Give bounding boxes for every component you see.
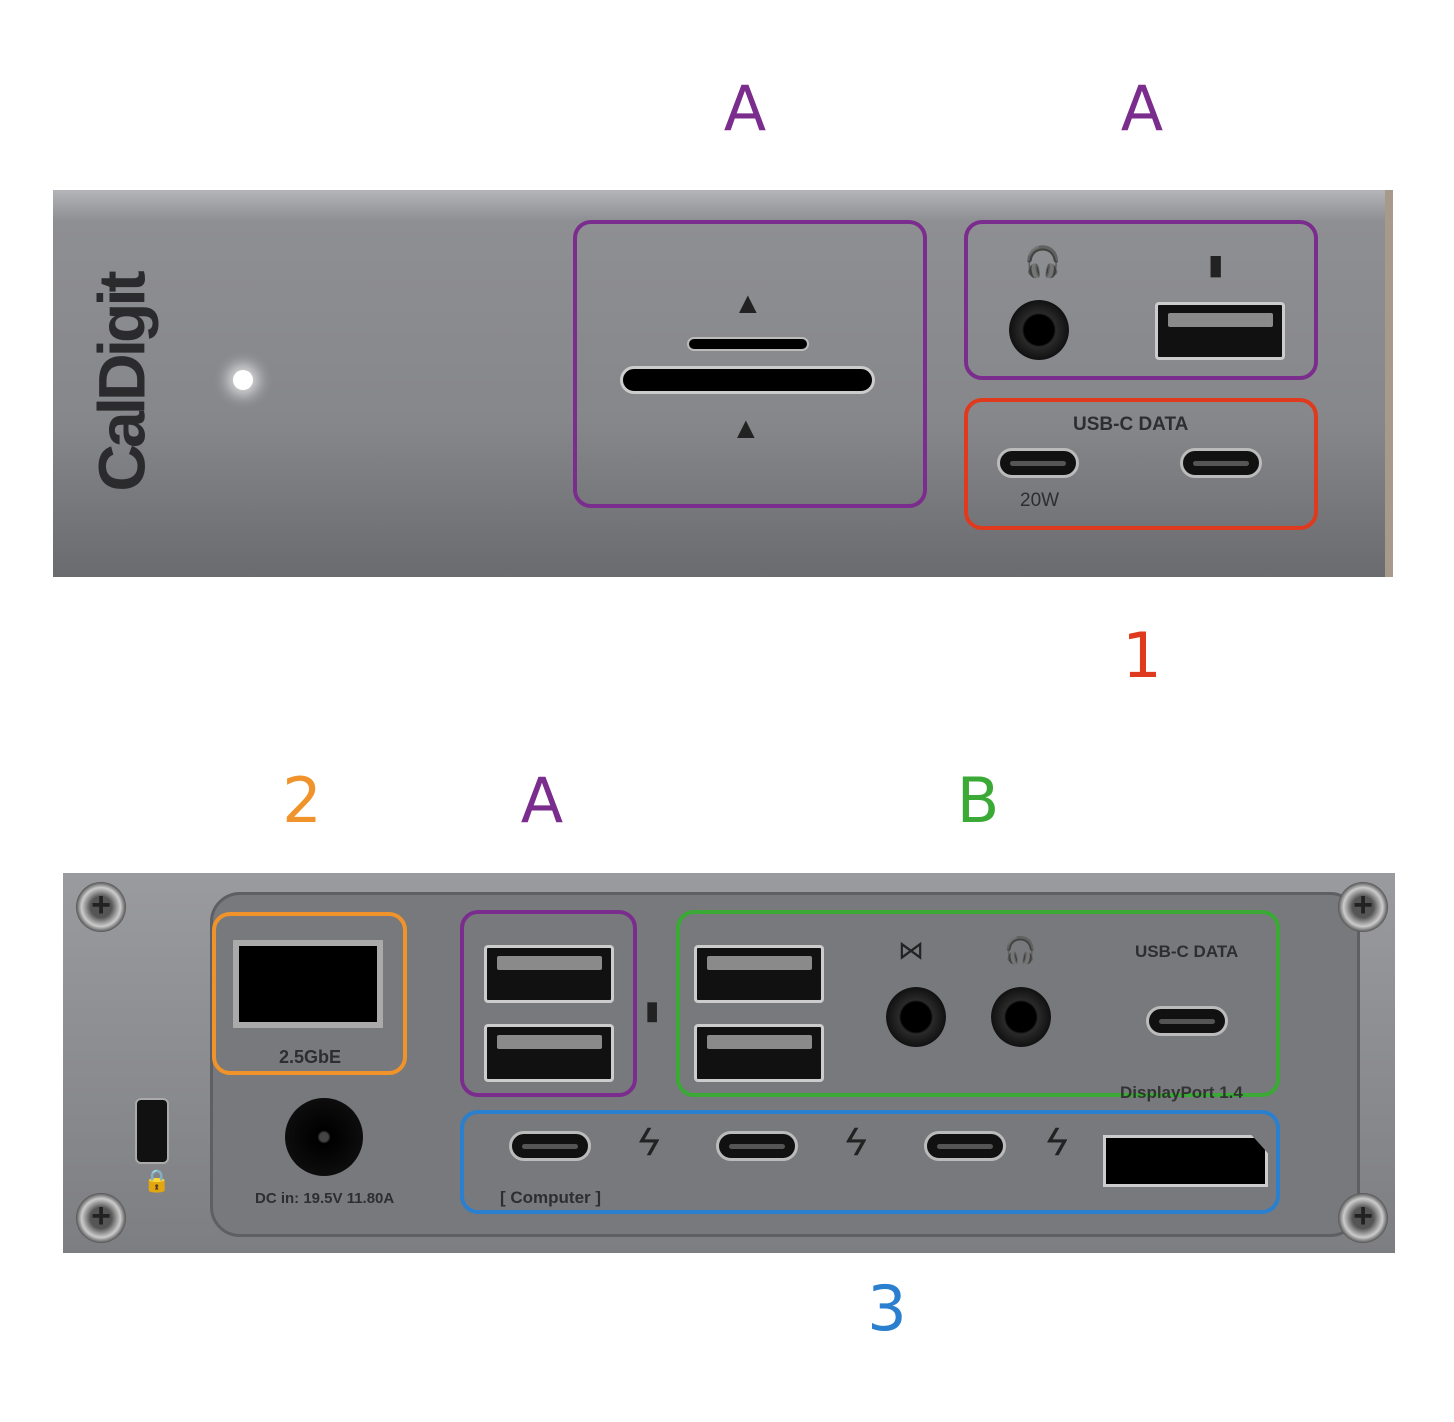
label-2: 2 xyxy=(282,764,322,837)
usb-c-data-label: USB-C DATA xyxy=(1073,414,1189,435)
back-usb-c-data-label: USB-C DATA xyxy=(1135,942,1239,961)
headset-icon: 🎧 xyxy=(1024,246,1062,279)
thunderbolt-icon: ϟ xyxy=(845,1120,867,1164)
front-audio-usb-group xyxy=(964,220,1318,380)
screw-icon xyxy=(76,1193,126,1243)
back-usb-a-port[interactable] xyxy=(694,945,824,1003)
back-usb-a-port[interactable] xyxy=(694,1024,824,1082)
sd-card-icon: ▲ xyxy=(731,412,761,445)
dc-power-jack[interactable] xyxy=(285,1098,363,1176)
audio-in-icon: ⋈ xyxy=(898,935,924,965)
back-usb-a-port[interactable] xyxy=(484,945,614,1003)
back-usb-c-data-port[interactable] xyxy=(1146,1006,1228,1036)
ethernet-label: 2.5GbE xyxy=(279,1047,342,1067)
thunderbolt-icon: ϟ xyxy=(638,1120,660,1164)
thunderbolt-icon: ϟ xyxy=(1046,1120,1068,1164)
brand-logo: CalDigit xyxy=(84,274,159,492)
thunderbolt-port[interactable] xyxy=(716,1131,798,1161)
dc-in-label: DC in: 19.5V 11.80A xyxy=(255,1190,395,1207)
front-usb-c-port[interactable] xyxy=(1180,448,1262,478)
microsd-slot[interactable] xyxy=(687,337,809,351)
microsd-icon: ▲ xyxy=(733,287,763,320)
kensington-lock-slot[interactable] xyxy=(135,1098,169,1164)
thunderbolt-port[interactable] xyxy=(924,1131,1006,1161)
back-group-b xyxy=(676,910,1280,1097)
headphone-jack[interactable] xyxy=(991,987,1051,1047)
front-audio-jack[interactable] xyxy=(1009,300,1069,360)
headphones-icon: 🎧 xyxy=(1004,935,1037,965)
displayport-port[interactable] xyxy=(1103,1135,1268,1187)
screw-icon xyxy=(76,882,126,932)
displayport-label: DisplayPort 1.4 xyxy=(1120,1083,1243,1102)
thunderbolt-group xyxy=(460,1110,1280,1214)
back-usb-a-group xyxy=(460,910,637,1097)
front-usb-c-group xyxy=(964,398,1318,530)
audio-in-jack[interactable] xyxy=(886,987,946,1047)
label-3: 3 xyxy=(867,1272,907,1345)
screw-icon xyxy=(1338,882,1388,932)
thunderbolt-computer-port[interactable] xyxy=(509,1131,591,1161)
power-20w-label: 20W xyxy=(1020,490,1060,511)
label-b: B xyxy=(956,764,1000,837)
sd-slot[interactable] xyxy=(620,366,875,394)
card-reader-group xyxy=(573,220,927,508)
ethernet-port[interactable] xyxy=(233,940,383,1028)
front-usb-c-port-20w[interactable] xyxy=(997,448,1079,478)
label-a-back-usb: A xyxy=(520,764,564,837)
ethernet-group xyxy=(212,912,407,1075)
back-usb-a-port[interactable] xyxy=(484,1024,614,1082)
lock-icon: 🔒 xyxy=(143,1168,171,1193)
label-a-front-audio-usb: A xyxy=(1120,72,1164,145)
front-usb-a-charging-port[interactable] xyxy=(1155,302,1285,360)
label-1: 1 xyxy=(1122,619,1162,692)
battery-charge-icon: ▮ xyxy=(1208,249,1224,280)
battery-charge-icon: ▮ xyxy=(645,995,660,1025)
screw-icon xyxy=(1338,1193,1388,1243)
status-led xyxy=(233,370,253,390)
label-a-card-reader: A xyxy=(723,72,767,145)
computer-label: [ Computer ] xyxy=(500,1188,602,1207)
